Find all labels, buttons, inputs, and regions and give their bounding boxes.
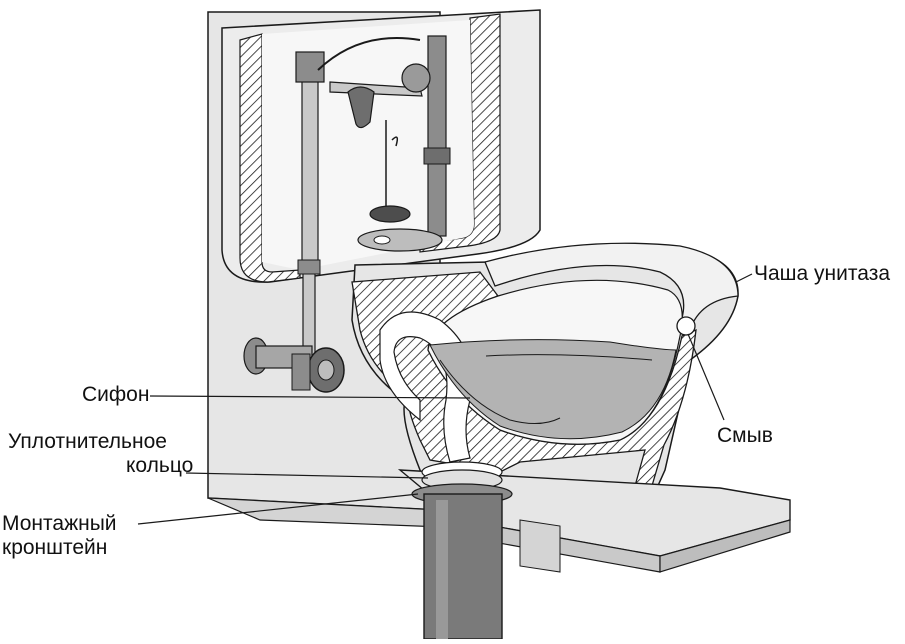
leader-bowl [735,273,753,283]
bowl-water [429,339,677,440]
overflow-tube [423,35,451,237]
leader-flange [137,493,419,525]
shutoff-valve [243,337,345,393]
supply-line [297,259,321,361]
label-mounting-flange: Монтажный кронштейн [2,512,117,560]
leader-lines [137,273,753,525]
label-wax-ring-line1: Уплотнительное [8,430,167,453]
drain-pipe [423,493,503,640]
flapper [357,205,443,252]
label-bowl: Чаша унитаза [754,262,890,285]
flush-lever [329,63,431,210]
leader-flush [687,333,725,421]
rim-flush-hole [676,316,696,336]
leader-wax-ring [185,472,429,479]
fill-valve [295,37,421,271]
label-wax-ring: Уплотнительное кольцо [8,430,193,478]
label-wax-ring-line2: кольцо [126,454,194,477]
label-flange-line1: Монтажный [2,512,117,535]
label-siphon: Сифон [82,383,150,406]
leader-siphon [149,395,471,399]
label-flange-line2: кронштейн [2,536,108,559]
label-flush: Смыв [717,424,773,447]
